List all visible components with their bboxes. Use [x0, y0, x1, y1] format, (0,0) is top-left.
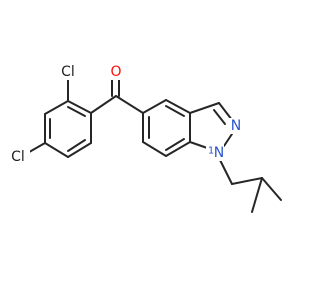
bond-indazole-inner-a [165, 105, 185, 117]
bond-indazole-benzo-2 [165, 99, 191, 114]
bond-pyrazole-c3-n2-b [213, 109, 226, 125]
bond-isobutyl-4 [251, 177, 263, 213]
bond-phenyl-inner-a [67, 106, 86, 117]
bond-isobutyl-1 [218, 157, 233, 185]
bond-indazole-inner-b [165, 138, 185, 151]
bond-indazole-benzo-5 [142, 141, 167, 157]
nitrogen-alkyl-locant-label: 1 [208, 146, 214, 157]
atom-nitrogen-alkyl: 1 N [206, 144, 224, 161]
atom-oxygen: O [108, 64, 124, 80]
bond-phenyl-4 [44, 142, 69, 158]
atom-chlorine-left: Cl [8, 149, 30, 165]
chlorine-top-label: Cl [61, 64, 75, 80]
bonds-layer [23, 74, 282, 213]
bond-indazole-benzo-4 [165, 141, 191, 157]
atom-chlorine-top: Cl [59, 64, 79, 80]
nitrogen-ring-label: N [231, 118, 241, 134]
bond-pyrazole-c3-n2-a [218, 102, 233, 121]
atom-nitrogen-ring: N [229, 118, 243, 134]
chemical-structure-diagram: O Cl Cl N 1 N [8, 64, 282, 213]
bond-pyrazole-c3a-c3 [189, 102, 220, 114]
bond-phenyl-2 [44, 100, 69, 115]
bond-indazole-benzo-1 [142, 99, 167, 114]
oxygen-label: O [110, 64, 121, 80]
bond-carbonyl-to-dichlorophenyl [90, 95, 117, 114]
chlorine-left-label: Cl [11, 149, 25, 165]
bond-phenyl-inner-c [67, 139, 86, 152]
nitrogen-alkyl-label: N [214, 145, 224, 161]
bond-phenyl-1 [67, 100, 92, 114]
bond-isobutyl-3 [261, 177, 282, 201]
bond-phenyl-5 [67, 142, 92, 158]
bond-carbonyl-to-indazole [115, 95, 144, 114]
bond-isobutyl-2 [231, 177, 263, 185]
atom-labels-layer: O Cl Cl N 1 N [8, 64, 243, 165]
